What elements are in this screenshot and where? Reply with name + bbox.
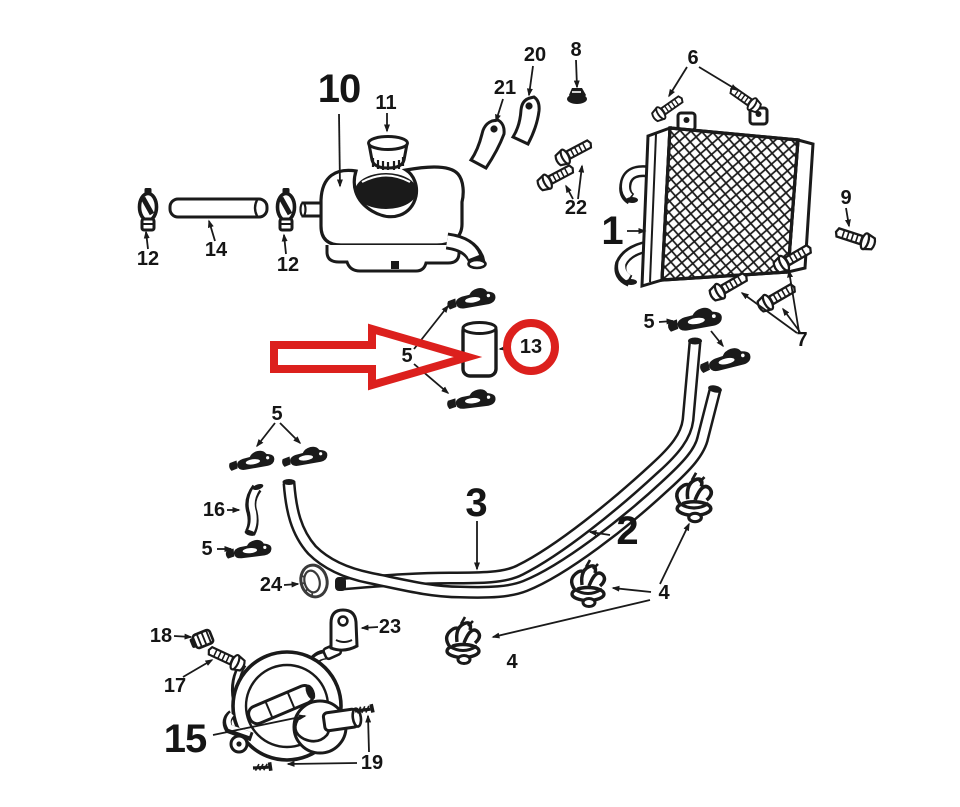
tank-cap-drawing bbox=[367, 135, 409, 170]
part-label-4-bottom: 4 bbox=[506, 651, 518, 673]
screw-19-a-drawing bbox=[250, 757, 275, 776]
grommet-4-middle-drawing bbox=[569, 558, 607, 609]
part-label-3: 3 bbox=[465, 481, 487, 525]
clamp-5-right-b-drawing bbox=[697, 344, 753, 375]
clamp-5-below-13-drawing bbox=[446, 388, 497, 411]
part-label-12-right: 12 bbox=[276, 254, 300, 276]
part-label-8: 8 bbox=[570, 39, 582, 61]
highlight-annotations bbox=[270, 319, 559, 391]
part-label-18: 18 bbox=[149, 625, 173, 647]
bolt-22-a-drawing bbox=[552, 135, 596, 169]
part-label-21: 21 bbox=[493, 77, 517, 99]
part-label-19: 19 bbox=[360, 752, 384, 774]
clamp-5-above-13-drawing bbox=[445, 286, 497, 311]
part-label-12-left: 12 bbox=[136, 248, 160, 270]
part-label-23: 23 bbox=[378, 616, 402, 638]
tube-13-drawing bbox=[461, 321, 498, 378]
bracket-20-drawing bbox=[510, 95, 541, 146]
clamp-5-left-c-drawing bbox=[224, 538, 273, 560]
part-label-10: 10 bbox=[317, 67, 361, 111]
part-label-5-left-lower: 5 bbox=[201, 538, 213, 560]
part-18-drawing bbox=[189, 628, 215, 650]
part-label-15: 15 bbox=[163, 717, 207, 761]
part-label-24: 24 bbox=[259, 574, 283, 596]
part-label-9: 9 bbox=[840, 187, 852, 209]
part-label-6: 6 bbox=[687, 47, 699, 69]
clamp-5-left-a-drawing bbox=[227, 448, 276, 472]
clamp-12-right-drawing bbox=[278, 188, 295, 230]
hose-2-drawing bbox=[335, 337, 702, 591]
bolt-22-b-drawing bbox=[534, 160, 578, 194]
part-label-16: 16 bbox=[202, 499, 226, 521]
part-label-5-center: 5 bbox=[401, 345, 413, 367]
grommet-4-bottom-drawing bbox=[444, 615, 482, 666]
clamp-24-drawing bbox=[299, 563, 329, 599]
expansion-tank-drawing bbox=[299, 165, 487, 273]
bolt-17-drawing bbox=[204, 641, 248, 675]
part-label-14: 14 bbox=[204, 239, 228, 261]
water-pump-drawing bbox=[222, 642, 363, 762]
clamp-12-left-drawing bbox=[140, 188, 157, 230]
highlight-circle bbox=[503, 319, 559, 375]
part-label-17: 17 bbox=[163, 675, 187, 697]
part-label-11: 11 bbox=[375, 92, 397, 114]
hose-14-drawing bbox=[168, 197, 269, 219]
clamp-5-left-b-drawing bbox=[280, 444, 329, 468]
nut-8-drawing bbox=[567, 88, 587, 104]
bracket-21-drawing bbox=[468, 118, 506, 170]
part-label-20: 20 bbox=[523, 44, 547, 66]
clamp-5-right-a-drawing bbox=[666, 305, 723, 333]
grommet-4-top-drawing bbox=[675, 471, 714, 524]
part-label-5-left-upper: 5 bbox=[271, 403, 283, 425]
part-label-13-highlighted: 13 bbox=[519, 336, 543, 358]
part-label-7: 7 bbox=[796, 329, 808, 351]
radiator-drawing bbox=[614, 106, 815, 289]
part-label-2: 2 bbox=[616, 509, 638, 553]
hose-16-drawing bbox=[244, 483, 264, 536]
highlight-arrow bbox=[270, 323, 483, 391]
part-label-1: 1 bbox=[601, 209, 623, 253]
bracket-23-drawing bbox=[329, 608, 359, 652]
part-label-22: 22 bbox=[564, 197, 588, 219]
hose-3-drawing bbox=[282, 385, 722, 599]
bolt-9-drawing bbox=[832, 222, 879, 254]
leader-lines bbox=[143, 59, 851, 767]
part-label-5-right: 5 bbox=[643, 311, 655, 333]
part-label-4-right: 4 bbox=[658, 582, 670, 604]
